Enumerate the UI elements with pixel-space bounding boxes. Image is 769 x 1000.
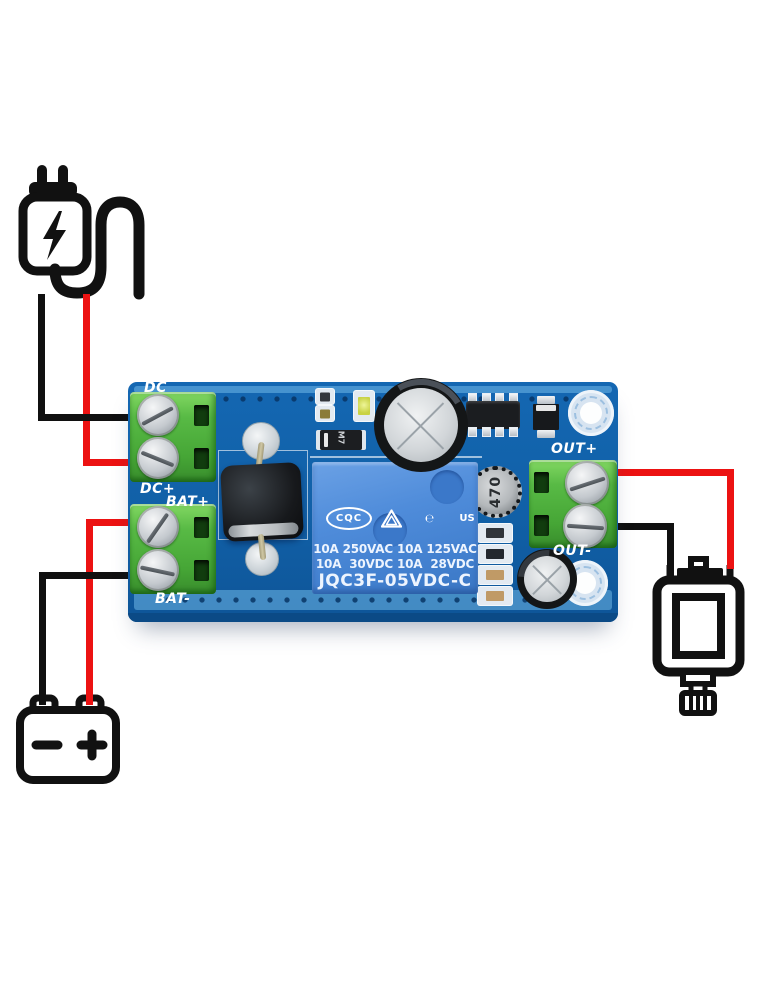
- pcb-top-edge-strip: [134, 386, 612, 393]
- terminal-screw: [137, 549, 179, 591]
- lightning-bolt-icon: [43, 211, 66, 260]
- axial-diode: [220, 461, 304, 543]
- pcb-board: DC DC+ BAT+ BAT-: [128, 369, 618, 622]
- us-mark: US: [459, 512, 475, 524]
- electrolytic-capacitor-large: [365, 369, 477, 481]
- e-mark-icon: ℮: [425, 511, 435, 525]
- electrolytic-capacitor-small: [506, 538, 588, 620]
- relay-rating-line1: 10A 250VAC 10A 125VAC: [313, 542, 477, 556]
- wire-out-positive-horizontal: [600, 469, 734, 476]
- wire-entry-hole: [194, 448, 209, 469]
- ic-pins: [469, 428, 517, 436]
- output-terminal-block: [529, 460, 617, 548]
- relay-stamp-circle: [430, 470, 464, 504]
- wire-adapter-positive-vertical: [83, 294, 90, 466]
- silk-label-out-plus: OUT+: [551, 441, 598, 457]
- relay-rating-line2: 10A 30VDC 10A 28VDC: [315, 557, 475, 571]
- battery-terminal-block: [130, 504, 216, 594]
- silk-label-dc-plus: DC+: [140, 481, 176, 497]
- smd-resistor: [316, 389, 334, 404]
- wire-entry-hole: [194, 517, 209, 538]
- smd-resistor: [316, 406, 334, 421]
- cqc-mark-icon: CQC: [326, 506, 372, 530]
- terminal-screw: [137, 394, 179, 436]
- wire-adapter-negative-horizontal: [38, 414, 140, 421]
- motor-top-nub: [688, 556, 709, 572]
- wire-entry-hole: [534, 472, 549, 493]
- capacitor-vent-top: [384, 388, 458, 462]
- wire-out-negative-horizontal: [600, 523, 674, 530]
- wire-battery-negative-horizontal: [39, 572, 140, 579]
- wire-battery-negative-vertical: [39, 572, 46, 705]
- smd-diode-m7: M7: [320, 430, 362, 450]
- wire-out-positive-vertical: [727, 469, 734, 569]
- power-adapter-icon: [18, 165, 145, 300]
- terminal-screw: [565, 461, 609, 505]
- ic-pins: [469, 394, 517, 402]
- smd-diode-marking: M7: [336, 430, 346, 445]
- relay-model: JQC3F-05VDC-C: [318, 571, 472, 591]
- wire-battery-positive-horizontal: [86, 519, 140, 526]
- battery-icon: [16, 694, 120, 784]
- smd-resistor: [478, 545, 512, 563]
- silk-label-bat-minus: BAT-: [155, 591, 191, 607]
- capacitor-vent-top: [524, 556, 570, 602]
- battery-body: [16, 706, 120, 784]
- triangle-mark-icon: [381, 508, 402, 528]
- wire-entry-hole: [194, 560, 209, 581]
- ic-soic8: [466, 394, 520, 436]
- wire-battery-positive-vertical: [86, 519, 93, 705]
- wire-adapter-negative-vertical: [38, 294, 45, 421]
- relay-certification-marks: CQC ℮ US: [326, 506, 475, 530]
- relay: CQC ℮ US 10A 250VAC 10A 125VAC 10A 30VDC…: [312, 462, 478, 594]
- wire-out-negative-vertical: [667, 523, 674, 576]
- terminal-screw: [137, 506, 179, 548]
- mounting-hole: [568, 390, 614, 436]
- wire-entry-hole: [534, 515, 549, 536]
- wire-entry-hole: [194, 405, 209, 426]
- dc-input-terminal-block: [130, 392, 216, 482]
- terminal-screw: [563, 504, 607, 548]
- motor-icon: [652, 556, 745, 716]
- silk-label-bat-plus: BAT+: [166, 494, 210, 510]
- inductor-marking: 470: [487, 475, 504, 509]
- ic-body: [466, 401, 520, 429]
- motor-window: [672, 593, 725, 659]
- via-row-bottom: [164, 596, 584, 604]
- smd-diode: [533, 396, 559, 438]
- smd-led: [354, 391, 374, 421]
- smd-capacitor: [478, 566, 512, 584]
- solder-pad: [242, 422, 280, 460]
- smd-resistor: [478, 524, 512, 542]
- terminal-screw: [137, 437, 179, 479]
- smd-capacitor: [478, 587, 512, 605]
- adapter-cable: [49, 196, 145, 300]
- wire-adapter-positive-horizontal: [83, 459, 140, 466]
- silk-label-out-minus: OUT-: [553, 543, 592, 559]
